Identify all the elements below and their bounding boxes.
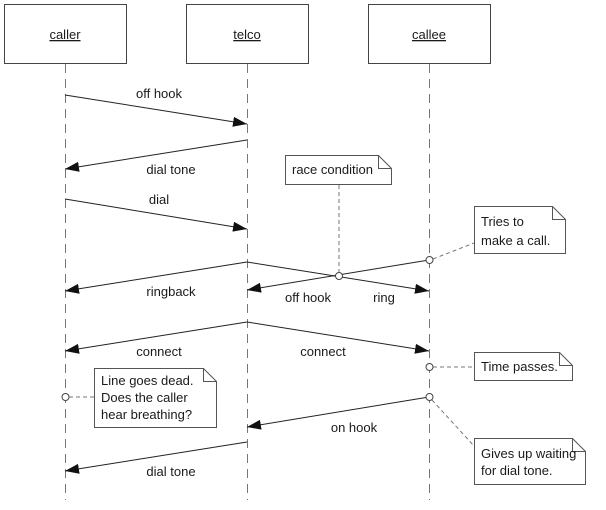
note-gives-up-anchor bbox=[425, 393, 434, 401]
note-race-condition-line-1: race condition bbox=[292, 162, 373, 177]
message-dial-tone-label: dial tone bbox=[146, 162, 195, 177]
message-ringback-label: ringback bbox=[146, 284, 196, 299]
note-tries-to-call-line-2: make a call. bbox=[481, 233, 550, 248]
note-tries-to-call-connector bbox=[432, 242, 475, 260]
message-dial-tone-2-label: dial tone bbox=[146, 464, 195, 479]
message-off-hook-arrow bbox=[64, 94, 248, 127]
message-dial-tone-2-arrow bbox=[64, 441, 248, 474]
note-tries-to-call-line-1: Tries to bbox=[481, 214, 524, 229]
object-caller: caller bbox=[4, 4, 127, 64]
note-line-goes-dead-anchor bbox=[61, 393, 70, 401]
message-dial-label: dial bbox=[149, 192, 169, 207]
note-tries-to-call-anchor bbox=[425, 256, 434, 264]
message-on-hook-label: on hook bbox=[331, 420, 378, 435]
message-on-hook-arrow bbox=[246, 396, 430, 430]
message-connect-callee-label: connect bbox=[300, 344, 346, 359]
object-telco: telco bbox=[186, 4, 309, 64]
note-line-goes-dead-line-2: Does the caller bbox=[101, 390, 188, 405]
object-telco-label: telco bbox=[233, 27, 260, 42]
message-connect-callee-arrow bbox=[246, 321, 430, 354]
note-gives-up-line-1: Gives up waiting bbox=[481, 446, 576, 461]
note-time-passes-anchor bbox=[425, 363, 434, 371]
message-off-hook-callee-label: off hook bbox=[285, 290, 332, 305]
message-connect-caller-label: connect bbox=[136, 344, 182, 359]
note-time-passes-line-1: Time passes. bbox=[481, 359, 558, 374]
message-connect-caller-arrow bbox=[64, 321, 248, 354]
note-line-goes-dead: Line goes dead. Does the caller hear bre… bbox=[61, 368, 217, 428]
note-race-condition-anchor bbox=[335, 272, 343, 280]
note-line-goes-dead-line-1: Line goes dead. bbox=[101, 373, 194, 388]
object-callee-label: callee bbox=[412, 27, 446, 42]
note-line-goes-dead-line-3: hear breathing? bbox=[101, 407, 192, 422]
note-tries-to-call: Tries to make a call. bbox=[425, 206, 566, 264]
message-ringback-arrow bbox=[64, 261, 248, 294]
message-dial-arrow bbox=[64, 198, 248, 232]
message-ring-label: ring bbox=[373, 290, 395, 305]
message-off-hook-label: off hook bbox=[136, 86, 183, 101]
object-caller-label: caller bbox=[49, 27, 81, 42]
object-callee: callee bbox=[368, 4, 491, 64]
note-gives-up: Gives up waiting for dial tone. bbox=[425, 393, 586, 485]
message-dial-tone-arrow bbox=[64, 139, 248, 172]
note-race-condition: race condition bbox=[285, 155, 392, 280]
note-time-passes: Time passes. bbox=[425, 352, 573, 381]
note-gives-up-line-2: for dial tone. bbox=[481, 463, 553, 478]
note-gives-up-connector bbox=[431, 399, 475, 447]
